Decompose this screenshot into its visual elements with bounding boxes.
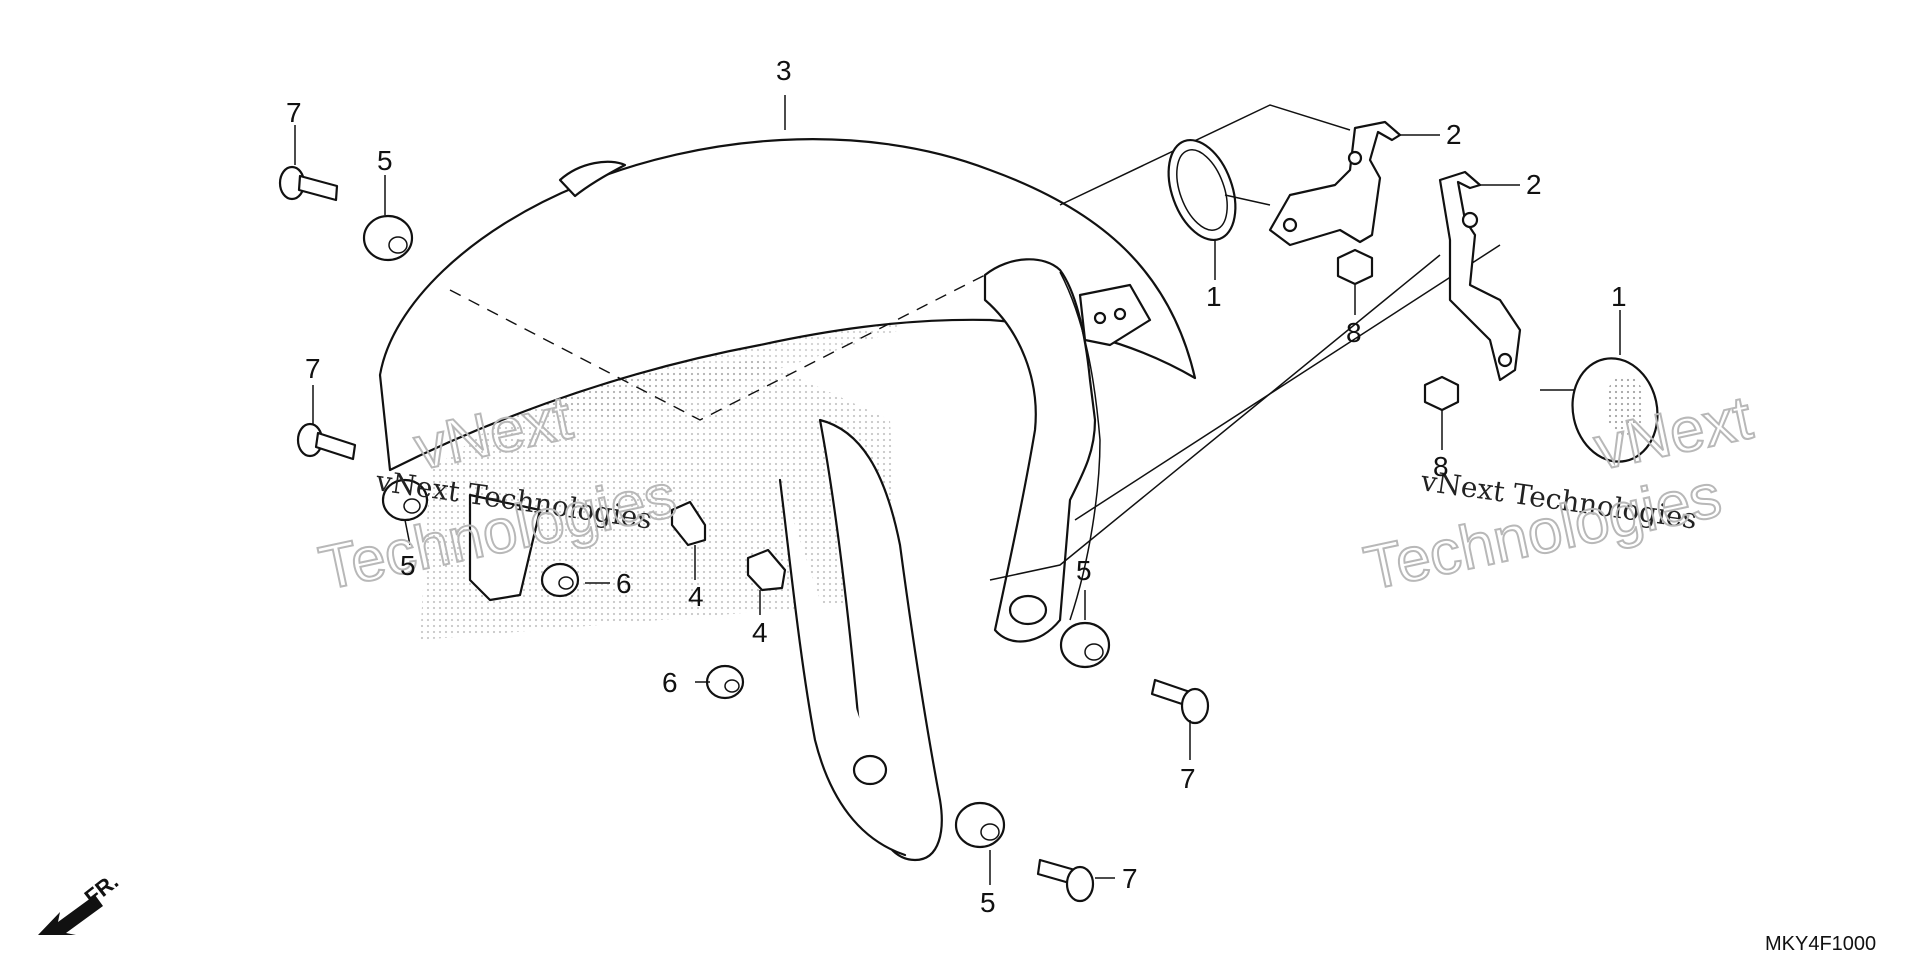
collar-right[interactable] (746, 548, 787, 592)
bolt-bottom[interactable] (1036, 858, 1095, 903)
callout-8-lower: 8 (1433, 451, 1449, 482)
collar-left[interactable] (670, 500, 707, 547)
callout-1-lower: 1 (1611, 281, 1627, 312)
callout-8-upper: 8 (1346, 317, 1362, 348)
bolt-right[interactable] (1150, 678, 1210, 725)
washer-mid[interactable] (540, 562, 580, 598)
callout-2-lower: 2 (1526, 169, 1542, 200)
drawing-code: MKY4F1000 (1765, 933, 1876, 955)
nut-upper[interactable] (1336, 248, 1374, 286)
callout-7-right: 7 (1180, 763, 1196, 794)
grommet-bottom[interactable] (954, 801, 1006, 849)
callout-7-mid-left: 7 (305, 353, 321, 384)
callout-6-lower: 6 (662, 667, 678, 698)
callout-1-upper: 1 (1206, 281, 1222, 312)
front-fender[interactable] (378, 138, 1197, 862)
grommet-right[interactable] (1059, 621, 1111, 669)
guide-lines (449, 104, 1501, 581)
callout-5-top-left: 5 (377, 145, 393, 176)
callout-7-top-left: 7 (286, 97, 302, 128)
bracket-left[interactable] (1268, 120, 1402, 247)
bracket-right[interactable] (1438, 170, 1522, 382)
callout-5-bottom: 5 (980, 887, 996, 918)
front-direction-arrow: FR. (38, 868, 123, 935)
grommet-top-left[interactable] (362, 214, 414, 262)
reflector-left[interactable] (1156, 131, 1271, 249)
washer-lower[interactable] (705, 664, 745, 700)
clip-left (468, 493, 542, 602)
callout-7-bottom: 7 (1122, 863, 1138, 894)
callout-4-left: 4 (688, 581, 704, 612)
reflector-right[interactable] (1540, 350, 1667, 469)
leader-lines (294, 95, 1621, 885)
callout-5-right: 5 (1076, 555, 1092, 586)
watermark-right: vNext vNext Technologies Technologies (1358, 382, 1759, 604)
callout-5-mid-left: 5 (400, 550, 416, 581)
callout-3: 3 (776, 55, 792, 86)
callout-2-upper: 2 (1446, 119, 1462, 150)
callouts: 3 7 5 7 5 6 4 4 6 5 7 7 5 2 2 1 8 1 8 (286, 55, 1627, 918)
bolt-top-left[interactable] (278, 165, 339, 202)
nut-lower[interactable] (1423, 375, 1460, 412)
callout-4-right: 4 (752, 617, 768, 648)
callout-6-mid: 6 (616, 568, 632, 599)
bolt-mid-left[interactable] (296, 422, 357, 461)
